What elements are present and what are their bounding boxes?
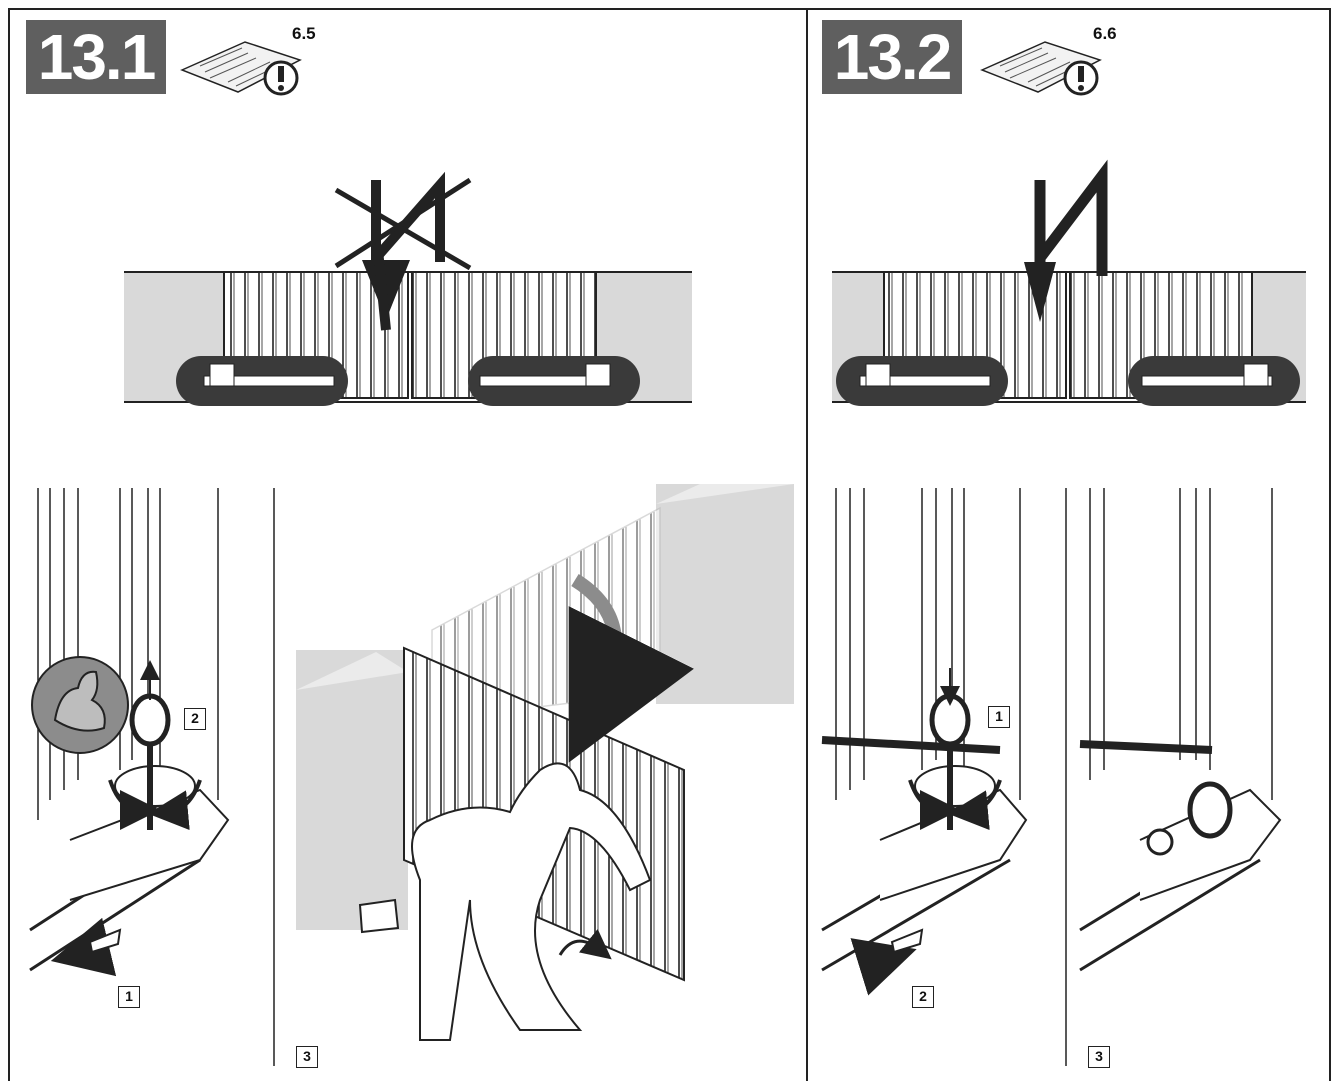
power-lightning-icon [1024,159,1108,322]
callout-3-13-2: 3 [1088,1046,1110,1068]
callout-2-13-1: 2 [184,708,206,730]
panel-13-2 [806,8,1331,1081]
callout-2-13-2: 2 [912,986,934,1008]
callout-3-13-1: 3 [296,1046,318,1068]
exclamation-circle-icon [263,60,299,96]
gate-overview-13-2 [832,271,1306,406]
callout-1-13-1: 1 [118,986,140,1008]
manual-reference-a: 6.5 [292,24,316,43]
release-detail-13-1 [29,488,230,977]
callout-1-13-2: 1 [988,706,1010,728]
manual-book-icon [180,41,302,93]
step-number-13-1: 13.1 [26,20,166,94]
manual-gate-move-13-1 [296,484,794,1041]
locked-detail-13-2 [1079,488,1282,972]
manual-book-icon [980,41,1102,93]
manual-reference-b: 6.6 [1093,24,1117,43]
gate-overview-13-1 [124,271,692,406]
step-number-13-2: 13.2 [822,20,962,94]
power-off-crossed-icon [334,171,472,331]
lock-detail-13-2 [821,488,1028,996]
exclamation-circle-icon [1063,60,1099,96]
